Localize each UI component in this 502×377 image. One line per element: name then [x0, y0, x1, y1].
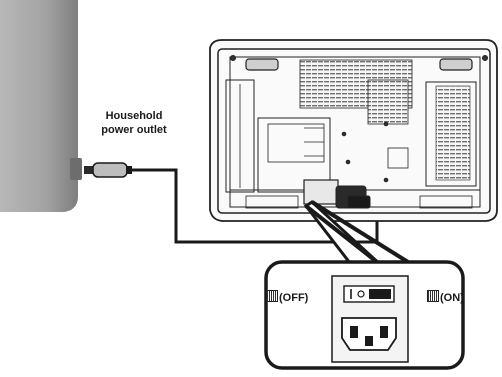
- on-glyph-icon: [427, 290, 439, 302]
- switch-on-label: (ON): [427, 290, 464, 305]
- power-plug: [84, 162, 132, 178]
- outlet-label: Household power outlet: [78, 109, 190, 137]
- off-glyph-icon: [266, 290, 278, 302]
- outlet-label-line2: power outlet: [101, 124, 167, 136]
- outlet-label-line1: Household: [105, 110, 163, 122]
- switch-off-label: (OFF): [266, 290, 308, 305]
- wall-outlet: [0, 0, 82, 212]
- switch-on-text: (ON): [440, 292, 464, 304]
- switch-off-text: (OFF): [279, 292, 309, 304]
- monitor-back: [209, 39, 498, 222]
- switch-detail-panel: [264, 260, 465, 370]
